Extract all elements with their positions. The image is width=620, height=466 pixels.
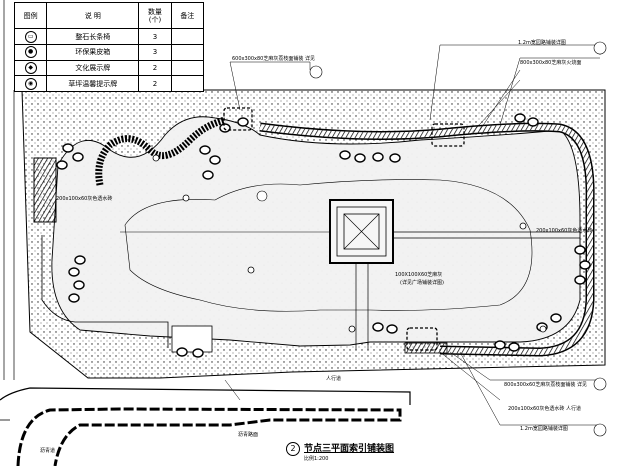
title-text: 节点三平面索引铺装图 — [304, 444, 395, 454]
note-top-left-callout: 600x300x80芝麻灰荔枝面铺装 详见 — [232, 56, 315, 62]
note-top-right-1: 1.2m宽园路铺装详图 — [518, 40, 566, 46]
index-markers — [256, 41, 607, 437]
legend-remark — [170, 43, 205, 61]
west-entrance-paving — [33, 157, 57, 223]
legend-remark — [170, 59, 205, 77]
legend-desc: 整石长条椅 — [46, 28, 140, 45]
note-road-2: 沥青道 — [40, 448, 56, 454]
legend-header-row: 图例 说 明 数量 (个) 备注 — [13, 1, 205, 30]
trash-bin-icon: ● — [24, 46, 37, 59]
legend-remark — [170, 28, 205, 45]
stepping-stone-path — [95, 116, 226, 186]
note-left-mid: 200x100x60灰色透水砖 — [56, 196, 113, 202]
note-center-1: 100X100X60芝麻灰 — [395, 272, 443, 278]
title-number: 2 — [286, 442, 300, 456]
legend-row: ● 环保果皮箱 3 — [13, 43, 205, 61]
south-hatched-path — [404, 342, 448, 354]
note-bottom-right-3: 1.2m宽园路铺装详图 — [520, 426, 568, 432]
west-edge-path — [41, 235, 169, 348]
note-road-1: 沥青路面 — [238, 432, 259, 438]
legend-header-remark: 备注 — [170, 1, 205, 30]
drawing-title: 2 节点三平面索引铺装图 比例1:200 — [286, 441, 395, 462]
bench-markers — [223, 107, 465, 351]
facility-symbols — [152, 154, 547, 333]
legend-desc: 环保果皮箱 — [46, 43, 140, 61]
bench-icon: ▭ — [24, 30, 37, 43]
legend-qty: 2 — [138, 75, 172, 92]
note-bottom-right-1: 800x300x60芝麻灰荔枝面铺装 详见 — [504, 382, 587, 388]
legend-row: ▭ 整石长条椅 3 — [13, 28, 205, 45]
legend-table: 图例 说 明 数量 (个) 备注 ▭ 整石长条椅 3 ● 环保果皮箱 3 ◆ 文… — [13, 1, 205, 92]
lawn-inner-outline — [124, 179, 533, 312]
legend-qty: 2 — [138, 59, 172, 77]
legend-header-desc: 说 明 — [46, 1, 140, 30]
road-edge-inner — [16, 407, 402, 466]
legend-desc: 文化展示牌 — [46, 59, 140, 77]
note-center-2: (详见广场铺装详图) — [400, 280, 444, 286]
lawn-sign-icon: ◉ — [24, 77, 37, 90]
note-bottom-left: 人行道 — [326, 376, 342, 382]
legend-header-symbol: 图例 — [13, 1, 48, 30]
culture-sign-icon: ◆ — [24, 61, 37, 74]
pavilion — [343, 213, 380, 250]
title-scale: 比例1:200 — [304, 456, 329, 462]
note-bottom-right-2: 200x100x60灰色透水砖 人行道 — [508, 406, 581, 412]
legend-desc: 草坪温馨提示牌 — [46, 75, 140, 92]
road-edge-outer — [0, 387, 411, 405]
note-right-mid: 200x100x60灰色透水砖 — [536, 228, 593, 234]
legend-qty: 3 — [138, 28, 172, 45]
legend-remark — [170, 75, 205, 92]
legend-row: ◉ 草坪温馨提示牌 2 — [13, 75, 205, 92]
note-top-right-2: 800x300x80芝麻灰火烧面 — [520, 60, 582, 66]
legend-qty: 3 — [138, 43, 172, 61]
legend-row: ◆ 文化展示牌 2 — [13, 59, 205, 77]
legend-header-qty: 数量 (个) — [138, 1, 172, 30]
